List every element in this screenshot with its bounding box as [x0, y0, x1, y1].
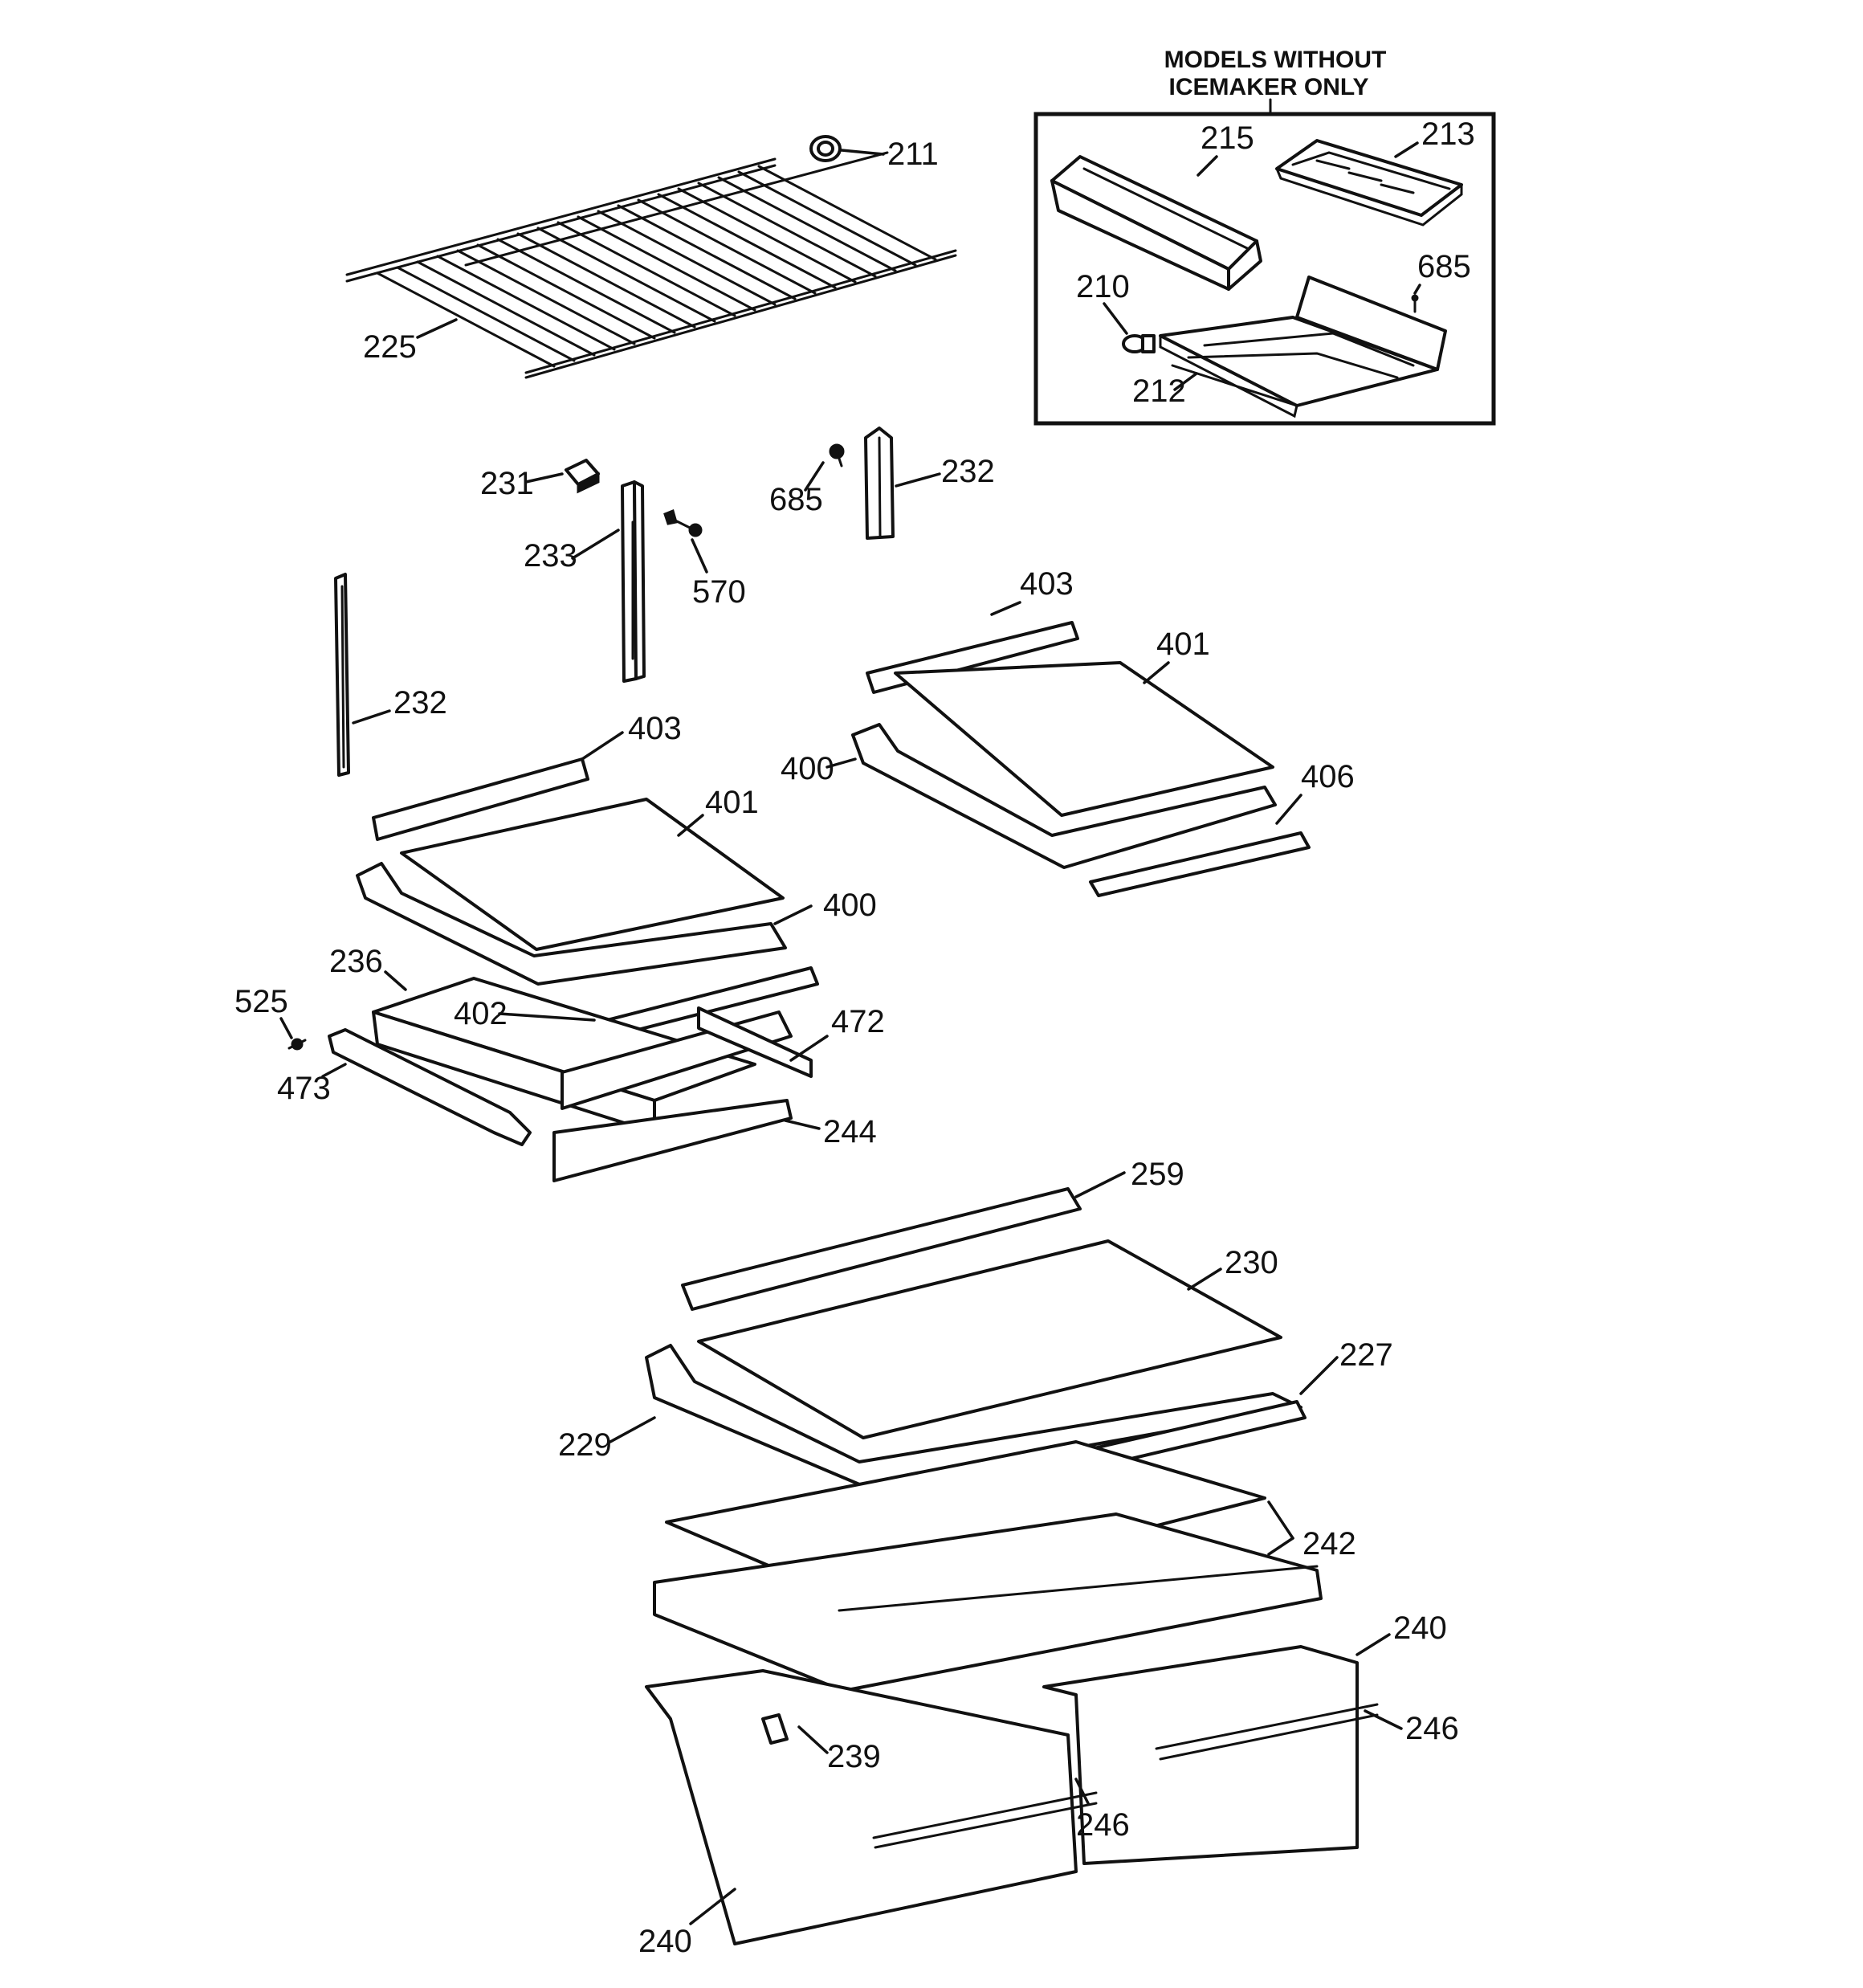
- label-232-left: 232: [393, 685, 447, 720]
- part-210-knob: [1122, 334, 1156, 353]
- part-212-tray-shelf: [1159, 276, 1447, 418]
- label-239: 239: [827, 1739, 881, 1774]
- inset-heading-line1: MODELS WITHOUT: [1164, 47, 1387, 73]
- label-685: 685: [769, 482, 823, 517]
- shelf-left-assembly: [356, 757, 819, 1039]
- meat-pan-assembly: [287, 977, 813, 1182]
- label-232-right: 232: [941, 454, 995, 489]
- label-227: 227: [1339, 1337, 1393, 1373]
- shelf-right-assembly: [851, 621, 1311, 897]
- label-473: 473: [277, 1071, 331, 1106]
- label-244: 244: [823, 1114, 877, 1149]
- label-685-inset: 685: [1417, 249, 1471, 284]
- label-240-left: 240: [638, 1924, 692, 1959]
- label-400-right: 400: [781, 751, 834, 786]
- label-472: 472: [831, 1004, 885, 1039]
- inset-icemaker-box: MODELS WITHOUT ICEMAKER ONLY: [1033, 47, 1496, 426]
- label-213: 213: [1421, 116, 1475, 152]
- part-685-screw-inset: [1411, 294, 1419, 313]
- label-236: 236: [329, 944, 383, 979]
- label-400-left: 400: [823, 888, 877, 923]
- label-259: 259: [1131, 1157, 1184, 1192]
- part-232-rail-left: [334, 573, 350, 777]
- part-225-wire-shelf: [345, 151, 957, 379]
- part-233-rail: [621, 480, 646, 683]
- label-210: 210: [1076, 269, 1130, 304]
- label-570: 570: [692, 574, 746, 610]
- part-685-screw: [829, 443, 845, 467]
- label-229: 229: [558, 1427, 612, 1463]
- label-403-right: 403: [1020, 566, 1074, 602]
- label-242: 242: [1302, 1526, 1356, 1561]
- crisper-drawers: [645, 1645, 1379, 1945]
- part-215-ice-bin: [1050, 155, 1262, 291]
- part-213-ice-tray: [1275, 139, 1463, 227]
- label-402: 402: [454, 996, 508, 1031]
- label-401-right: 401: [1156, 627, 1210, 662]
- label-246-left: 246: [1076, 1807, 1130, 1843]
- inset-heading-line2: ICEMAKER ONLY: [1169, 74, 1369, 100]
- leader-lines: [279, 141, 1421, 1925]
- part-231-clip: [565, 459, 600, 494]
- label-212: 212: [1132, 374, 1186, 409]
- part-232-rail-right: [864, 427, 895, 540]
- callout-labels: 211 215 213 685 210 212 225 231 233 570 …: [234, 116, 1475, 1959]
- label-225: 225: [363, 329, 417, 365]
- label-525: 525: [234, 984, 288, 1019]
- label-403-left: 403: [628, 711, 682, 746]
- label-401-left: 401: [705, 785, 759, 820]
- label-233: 233: [524, 538, 577, 574]
- part-211-cap: [809, 135, 842, 162]
- label-215: 215: [1201, 120, 1254, 156]
- label-246-right: 246: [1405, 1711, 1459, 1746]
- label-406: 406: [1301, 759, 1355, 794]
- label-240-right: 240: [1393, 1610, 1447, 1646]
- label-230: 230: [1225, 1245, 1278, 1280]
- lower-shelf-assembly: [645, 1187, 1323, 1692]
- label-211: 211: [887, 137, 939, 172]
- label-231: 231: [480, 466, 534, 501]
- part-570-screw: [663, 508, 703, 537]
